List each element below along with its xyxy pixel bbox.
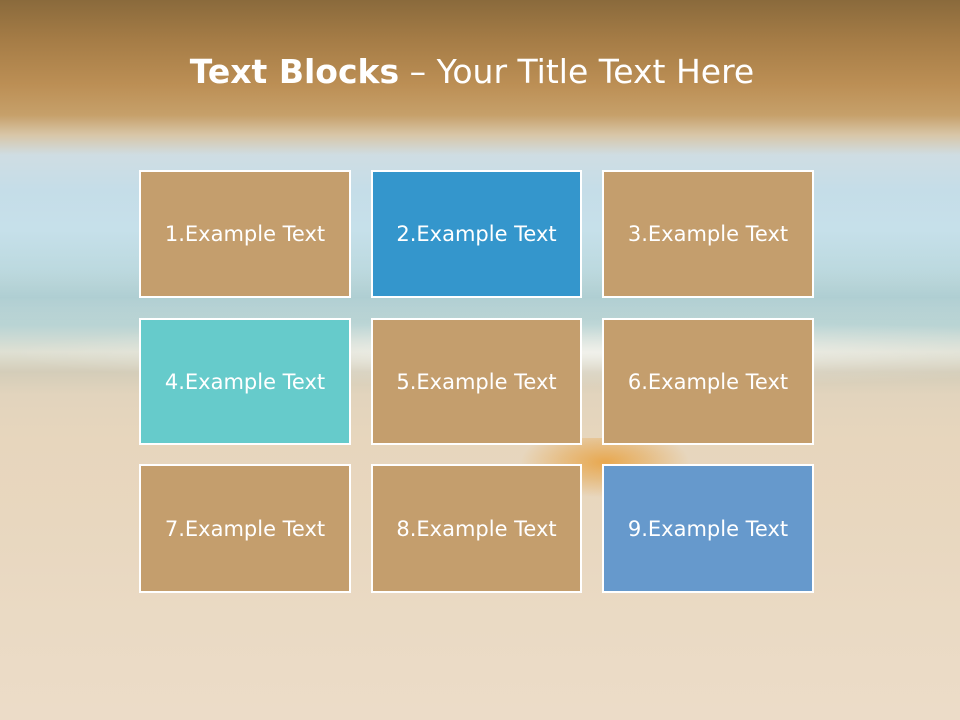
text-block-5[interactable]: 5.Example Text [371, 318, 582, 445]
title-bold-text: Text Blocks [189, 52, 400, 91]
text-block-9[interactable]: 9.Example Text [602, 464, 814, 593]
text-block-3[interactable]: 3.Example Text [602, 170, 814, 298]
title-rest-text: – Your Title Text Here [399, 52, 755, 91]
text-block-2[interactable]: 2.Example Text [371, 170, 582, 298]
text-block-1[interactable]: 1.Example Text [139, 170, 351, 298]
text-block-6[interactable]: 6.Example Text [602, 318, 814, 445]
text-block-7[interactable]: 7.Example Text [139, 464, 351, 593]
text-block-4[interactable]: 4.Example Text [139, 318, 351, 445]
slide-title: Text Blocks – Your Title Text Here [0, 52, 944, 91]
text-block-8[interactable]: 8.Example Text [371, 464, 582, 593]
